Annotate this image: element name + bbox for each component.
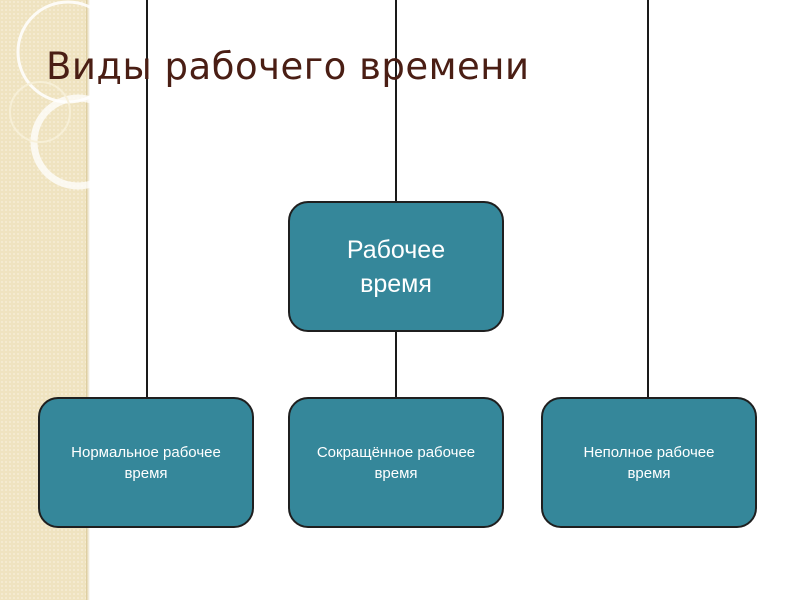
node-working-time-label: Рабочее время	[346, 235, 446, 298]
decorative-circles	[9, 0, 126, 190]
node-part-time-working-time-label: Неполное рабочее время	[583, 443, 715, 482]
node-working-time: Рабочее время	[288, 201, 504, 332]
side-band-edge	[86, 0, 90, 600]
node-normal-working-time-label: Нормальное рабочее время	[71, 443, 221, 482]
node-part-time-working-time: Неполное рабочее время	[541, 397, 757, 528]
slide-title: Виды рабочего времени	[46, 45, 530, 88]
node-reduced-working-time-label: Сокращённое рабочее время	[316, 443, 476, 482]
node-reduced-working-time: Сокращённое рабочее время	[288, 397, 504, 528]
node-normal-working-time: Нормальное рабочее время	[38, 397, 254, 528]
